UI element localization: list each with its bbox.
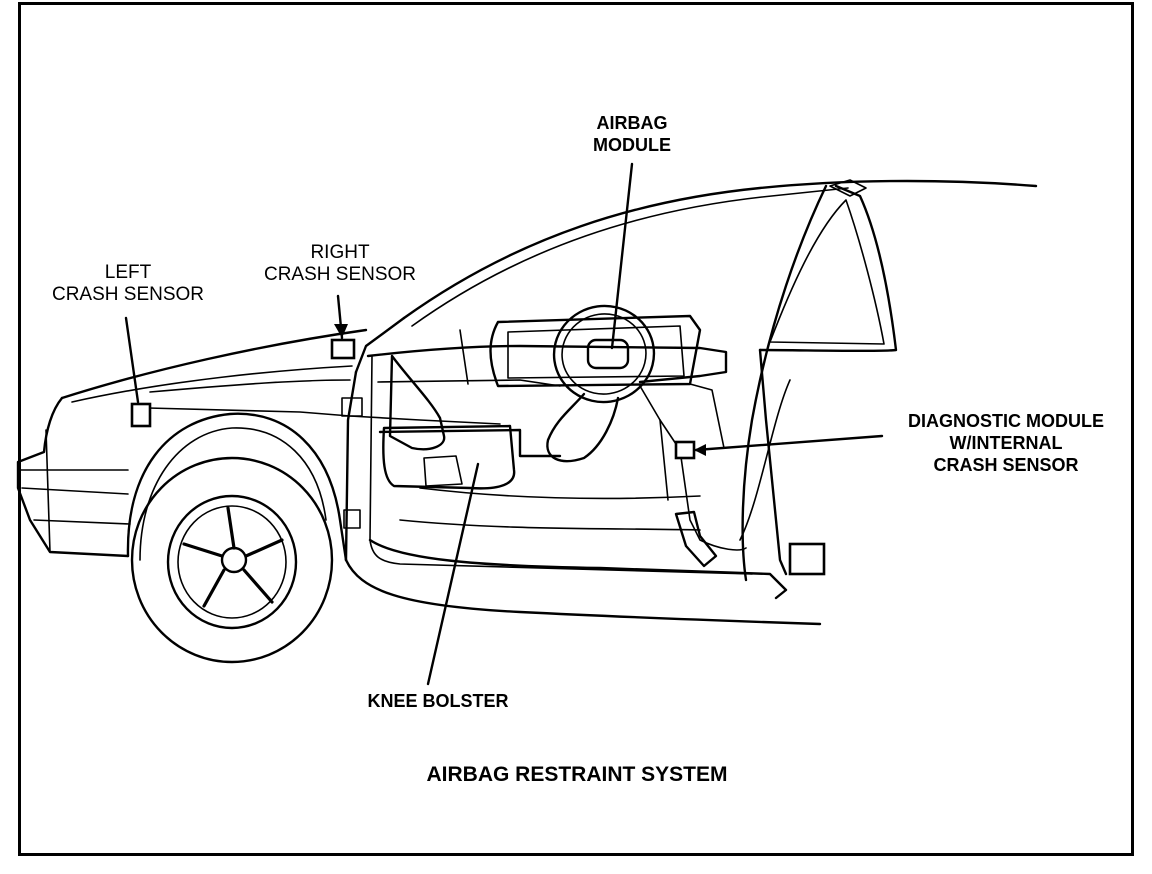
front-nose: [16, 396, 130, 558]
lower-dash: [378, 428, 562, 458]
a-pillar: [354, 316, 406, 374]
leader-left-crash-sensor: [124, 316, 140, 404]
bumper-lower: [33, 519, 131, 525]
wiring-harness: [147, 407, 501, 425]
knee-bolster-pad: [423, 455, 463, 487]
wiring-door: [739, 379, 791, 541]
hinge-lower: [343, 509, 361, 529]
open-door-window: [769, 199, 885, 345]
leader-diagnostic-module: [694, 434, 884, 452]
steering-column: [546, 392, 620, 463]
door-latch: [788, 542, 826, 576]
left-crash-sensor-label: LEFT CRASH SENSOR: [51, 262, 205, 305]
door-opening-front: [344, 370, 358, 562]
hood-crease: [71, 365, 353, 403]
roof-inner-line: [411, 187, 849, 327]
open-door-outer: [741, 184, 828, 582]
leader-right-crash-arrow: [334, 324, 348, 338]
right-crash-sensor-label: RIGHT CRASH SENSOR: [263, 242, 417, 285]
dashboard-top: [366, 344, 728, 384]
right-dash: [689, 383, 725, 449]
roof-line: [402, 179, 1038, 320]
open-door-frame: [758, 184, 898, 353]
leader-diagnostic-arrow: [694, 444, 706, 456]
wiring-to-module: [659, 419, 747, 551]
dash-vent: [459, 329, 469, 385]
door-handle: [829, 179, 867, 197]
floor-carpet: [399, 519, 701, 531]
console-edge: [639, 385, 669, 501]
door-sill: [368, 538, 788, 600]
instrument-cluster: [489, 314, 702, 388]
knee-bolster-panel: [382, 424, 516, 490]
floor-connector: [674, 510, 718, 568]
diagram-caption: AIRBAG RESTRAINT SYSTEM: [426, 763, 728, 786]
steering-wheel: [552, 304, 656, 404]
front-rim-inner: [177, 505, 287, 619]
instrument-panel-inner: [507, 325, 685, 379]
hood-line: [60, 328, 368, 400]
dashboard-mid: [377, 379, 561, 387]
knee-bolster-label: KNEE BOLSTER: [367, 691, 509, 711]
left-crash-sensor-box: [130, 402, 152, 428]
right-crash-sensor-box: [330, 338, 356, 360]
front-rim: [166, 494, 298, 630]
bumper-line: [21, 487, 129, 495]
grille-edge: [45, 429, 51, 553]
open-door-rear: [758, 348, 788, 576]
diagnostic-module-box: [674, 440, 696, 460]
diagram-border: [18, 2, 1134, 856]
door-opening-inner: [369, 355, 753, 575]
seat-left: [388, 354, 446, 451]
cowl-line: [149, 379, 351, 393]
floor-line: [419, 487, 701, 500]
diagnostic-module-label: DIAGNOSTIC MODULE W/INTERNAL CRASH SENSO…: [908, 411, 1104, 475]
rocker-panel: [344, 558, 822, 626]
leader-airbag-module: [610, 162, 634, 350]
wheel-hub: [220, 546, 248, 574]
wheel-spokes: [182, 506, 284, 608]
steering-wheel-rim: [561, 313, 647, 395]
leader-knee-bolster: [426, 462, 480, 686]
wheel-arch: [126, 412, 348, 562]
airbag-module-label: AIRBAG MODULE: [593, 113, 671, 155]
airbag-pad: [586, 338, 630, 370]
front-tire: [130, 456, 334, 664]
